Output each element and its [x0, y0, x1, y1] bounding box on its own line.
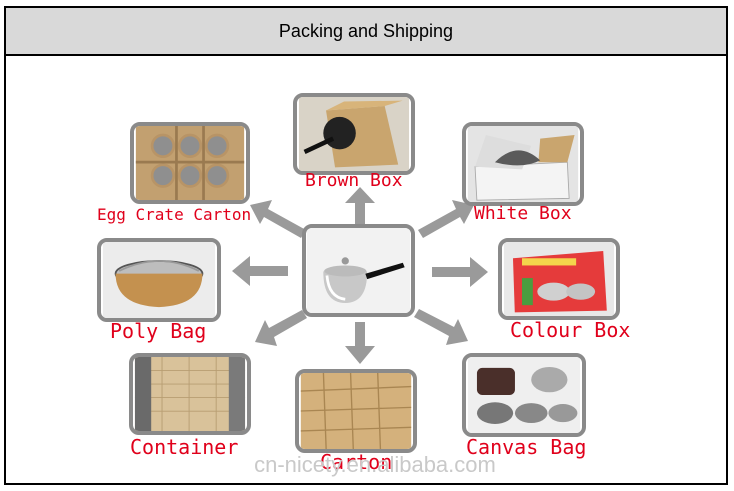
option-label-poly-bag: Poly Bag: [110, 319, 207, 343]
page-title: Packing and Shipping: [4, 6, 728, 56]
option-label-carton: Carton: [320, 450, 393, 474]
arrow-icon-down-left: [255, 310, 307, 346]
arrow-icon-left: [232, 256, 288, 286]
option-label-egg-crate-carton: Egg Crate Carton: [97, 205, 252, 224]
carton-image: [295, 369, 417, 453]
option-label-container: Container: [130, 435, 239, 459]
option-label-colour-box: Colour Box: [510, 318, 631, 342]
arrow-icon-up-right: [418, 200, 474, 238]
option-label-white-box: White Box: [474, 203, 572, 224]
white-box-image: [462, 122, 584, 206]
poly-bag-image: [97, 238, 221, 322]
colour-box-image: [498, 238, 620, 320]
arrow-icon-up: [345, 187, 375, 225]
arrow-icon-down-right: [414, 309, 468, 345]
brown-box-image: [293, 93, 415, 175]
center-saucepan-image: [302, 224, 415, 317]
option-label-brown-box: Brown Box: [305, 170, 403, 191]
egg-crate-carton-image: [130, 122, 250, 204]
arrow-icon-up-left: [250, 200, 306, 238]
watermark: cn-nicety.en.alibaba.com: [254, 452, 496, 477]
container-image: [129, 353, 251, 435]
arrow-icon-down: [345, 322, 375, 364]
arrow-icon-right: [432, 257, 488, 287]
option-label-canvas-bag: Canvas Bag: [466, 435, 587, 459]
canvas-bag-image: [462, 353, 586, 437]
